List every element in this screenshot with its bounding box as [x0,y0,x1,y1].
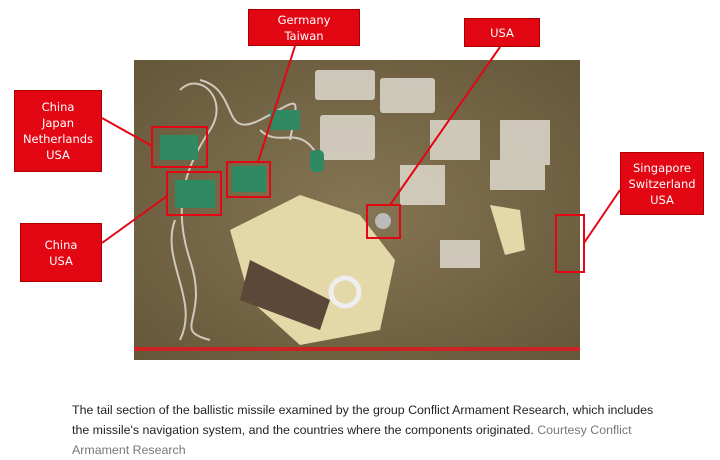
missile-components-figure: Germany Taiwan USA China Japan Netherlan… [14,9,704,360]
label-line: USA [49,253,73,268]
label-line: Japan [41,116,75,130]
highlight-box [555,214,585,273]
arrow-line [101,195,168,244]
label-line: USA [46,148,70,162]
label-line: Germany [277,12,331,27]
label-line: Netherlands [22,132,94,146]
label-usa: USA [464,18,540,47]
label-china-usa: China USA [20,223,102,282]
label-line: China [44,237,78,252]
label-line: Taiwan [284,28,324,43]
highlight-box [166,171,222,216]
highlight-box [226,161,271,198]
highlight-box [151,126,208,168]
highlight-box [366,204,401,239]
arrow-line [583,189,621,244]
label-line: China [41,100,75,114]
arrow-line [389,46,501,206]
label-germany-taiwan: Germany Taiwan [248,9,360,46]
missile-debris-photo [101,45,621,360]
label-china-japan-netherlands-usa: China Japan Netherlands USA [14,90,102,172]
label-singapore-switzerland-usa: Singapore Switzerland USA [620,152,704,215]
arrow-line [101,117,153,147]
photo-credit: Courtesy Conflict Armament Research [72,423,632,457]
caption-text: The tail section of the ballistic missil… [72,403,654,437]
label-line: Switzerland [628,176,696,191]
arrow-line [257,45,296,163]
figure-caption: The tail section of the ballistic missil… [72,400,662,460]
label-line: USA [650,192,674,207]
label-line: USA [490,25,514,40]
label-line: Singapore [632,160,692,175]
